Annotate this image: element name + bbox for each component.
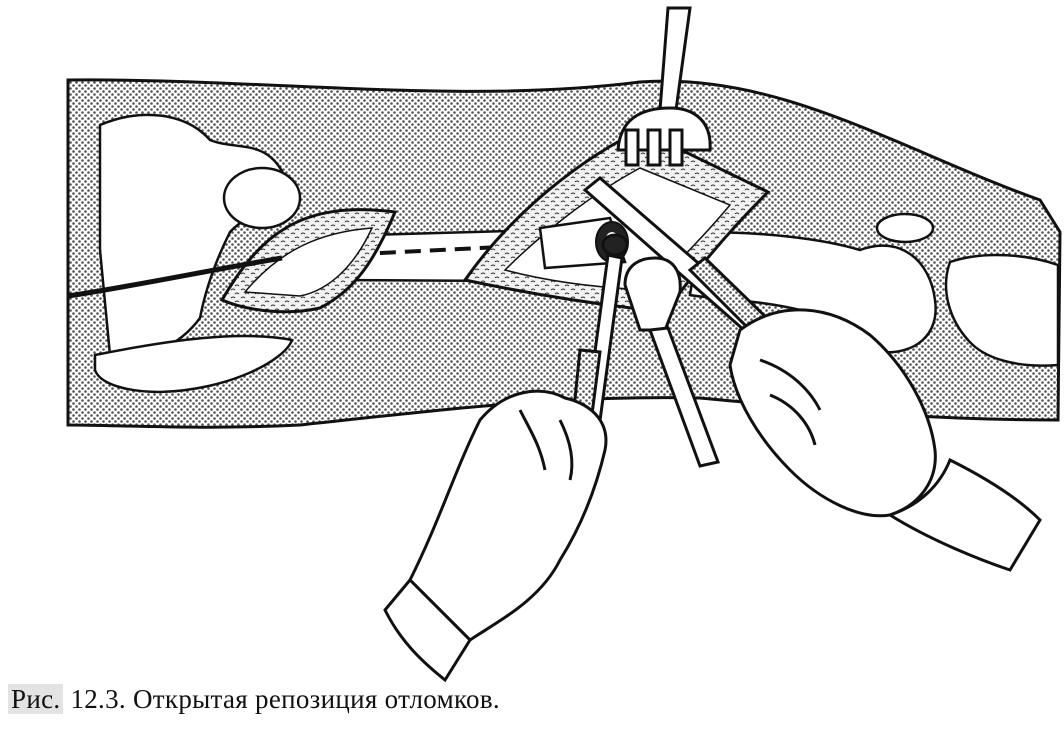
guide-wire (67, 255, 283, 299)
tibia-head (944, 253, 1060, 367)
figure-caption: Рис. 12.3. Открытая репозиция отломков. (8, 684, 500, 715)
lower-retractor (623, 256, 721, 468)
caption-text: 12.3. Открытая репозиция отломков. (63, 684, 500, 714)
left-gloved-hand (383, 389, 608, 683)
pelvis-lower (93, 334, 294, 394)
top-retractor (616, 6, 712, 167)
femoral-head (222, 166, 302, 230)
right-gloved-hand (728, 308, 1042, 572)
distal-femur (688, 230, 937, 354)
caption-lead: Рис. (8, 684, 64, 714)
patella (875, 212, 935, 244)
